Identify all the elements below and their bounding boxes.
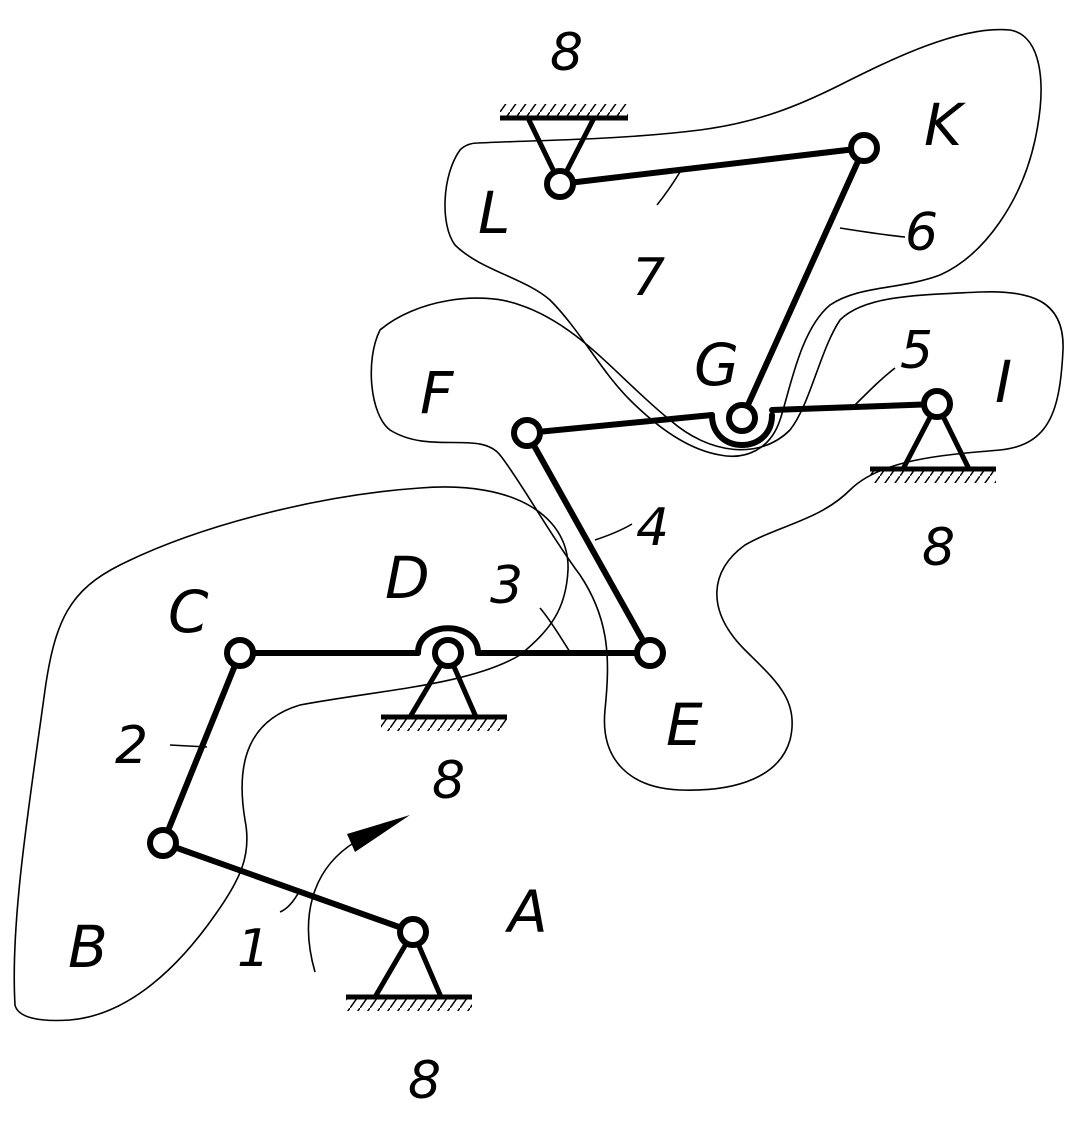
leader-line-5	[854, 367, 896, 406]
label-point-K: K	[924, 91, 966, 159]
label-point-B: B	[68, 913, 108, 981]
label-point-A: A	[504, 878, 548, 946]
rotation-arrowhead-icon	[347, 815, 410, 852]
ground-support-L	[500, 104, 628, 187]
label-link-7: 7	[632, 248, 665, 308]
label-point-F: F	[420, 359, 455, 427]
link-GI	[769, 401, 940, 413]
link-BC	[160, 650, 243, 846]
joint-B	[147, 827, 179, 859]
ground-support-D	[381, 650, 507, 731]
label-point-L: L	[478, 179, 510, 247]
joint-A	[397, 916, 429, 948]
link-GK	[739, 145, 867, 421]
region-outline-1-2-3	[13, 486, 569, 1022]
label-link-5: 5	[900, 321, 933, 381]
label-link-1: 1	[237, 919, 270, 979]
joint-C	[224, 637, 256, 669]
label-link-6: 6	[905, 203, 938, 263]
link-3-hump	[415, 625, 481, 656]
joint-F	[511, 417, 543, 449]
link-LK	[557, 145, 867, 187]
label-link-4: 4	[636, 498, 669, 558]
label-frame-top: 8	[550, 23, 583, 83]
region-outline-6-7	[444, 28, 1042, 457]
leader-line-6	[839, 227, 906, 238]
joint-K	[848, 132, 880, 164]
link-AB	[160, 840, 416, 935]
region-outline-4-5	[370, 290, 1064, 791]
leader-line-3	[539, 607, 571, 653]
joint-I	[921, 388, 953, 420]
joint-D	[432, 637, 464, 669]
label-frame-bottom: 8	[408, 1051, 441, 1111]
label-frame-right: 8	[922, 518, 955, 578]
label-point-E: E	[666, 691, 703, 759]
label-link-3: 3	[490, 556, 523, 616]
leader-line-7	[656, 171, 681, 206]
ground-support-I	[870, 401, 996, 483]
leader-line-4	[594, 523, 633, 541]
label-point-G: G	[694, 331, 739, 399]
link-EF	[524, 430, 653, 656]
label-link-2: 2	[115, 716, 148, 776]
label-point-C: C	[168, 578, 209, 646]
label-point-I: I	[995, 348, 1012, 416]
joint-G	[726, 402, 758, 434]
link-FG	[524, 412, 715, 436]
ground-support-A	[346, 929, 472, 1011]
joint-L	[544, 168, 576, 200]
label-point-D: D	[385, 544, 430, 612]
joint-E	[634, 637, 666, 669]
label-frame-middle: 8	[432, 751, 465, 811]
link-5-notch	[709, 412, 775, 448]
